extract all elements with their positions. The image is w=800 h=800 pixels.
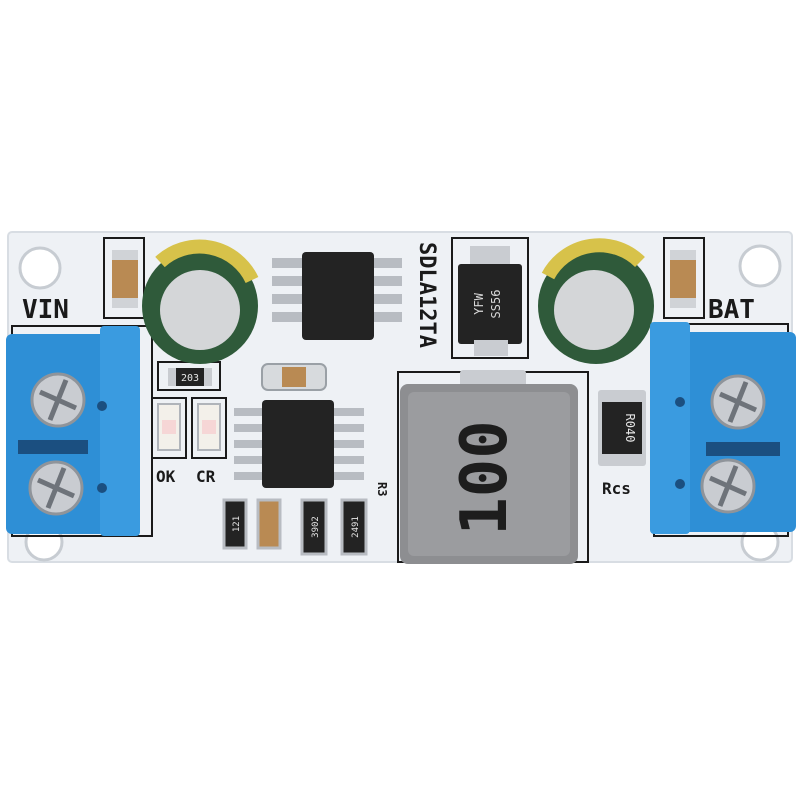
- resistor-3902: 3902: [300, 498, 328, 556]
- diode-marking-1: YFW: [472, 292, 486, 314]
- label-vin: VIN: [22, 295, 69, 325]
- label-bat: BAT: [708, 295, 755, 325]
- label-rcs: Rcs: [602, 479, 631, 498]
- screw-icon: [30, 372, 86, 428]
- screw-icon: [28, 460, 84, 516]
- diode-marking-2: SS56: [489, 290, 503, 319]
- resistor-rcs-marking: R040: [623, 414, 637, 443]
- capacitor-left: [142, 239, 259, 364]
- resistor-203: 203: [168, 368, 212, 386]
- resistor-2491-marking: 2491: [351, 516, 361, 538]
- capacitor-right: [538, 238, 654, 364]
- led-cr: [197, 403, 221, 451]
- smd-capacitor: [112, 250, 696, 308]
- terminal-block-bat: [650, 322, 796, 534]
- smd-capacitor-bottom: [256, 498, 282, 550]
- label-model: SDLA12TA: [414, 242, 439, 348]
- ic-top: [272, 252, 402, 340]
- smd-capacitor-small: [261, 363, 327, 391]
- inductor: 100: [400, 370, 578, 564]
- screw-icon: [710, 374, 766, 430]
- label-cr: CR: [196, 467, 216, 486]
- label-ok: OK: [156, 467, 176, 486]
- resistor-121: 121: [222, 498, 248, 550]
- resistor-2491: 2491: [340, 498, 368, 556]
- resistor-rcs: R040: [598, 390, 646, 466]
- ic-bottom: [234, 400, 364, 488]
- label-r3: R3: [375, 482, 389, 496]
- diode-ss56: YFW SS56: [458, 246, 522, 356]
- resistor-3902-marking: 3902: [311, 516, 321, 538]
- led-ok: [157, 403, 181, 451]
- screw-icon: [700, 458, 756, 514]
- resistor-203-marking: 203: [181, 373, 199, 384]
- resistor-121-marking: 121: [232, 516, 242, 532]
- inductor-marking: 100: [448, 420, 522, 536]
